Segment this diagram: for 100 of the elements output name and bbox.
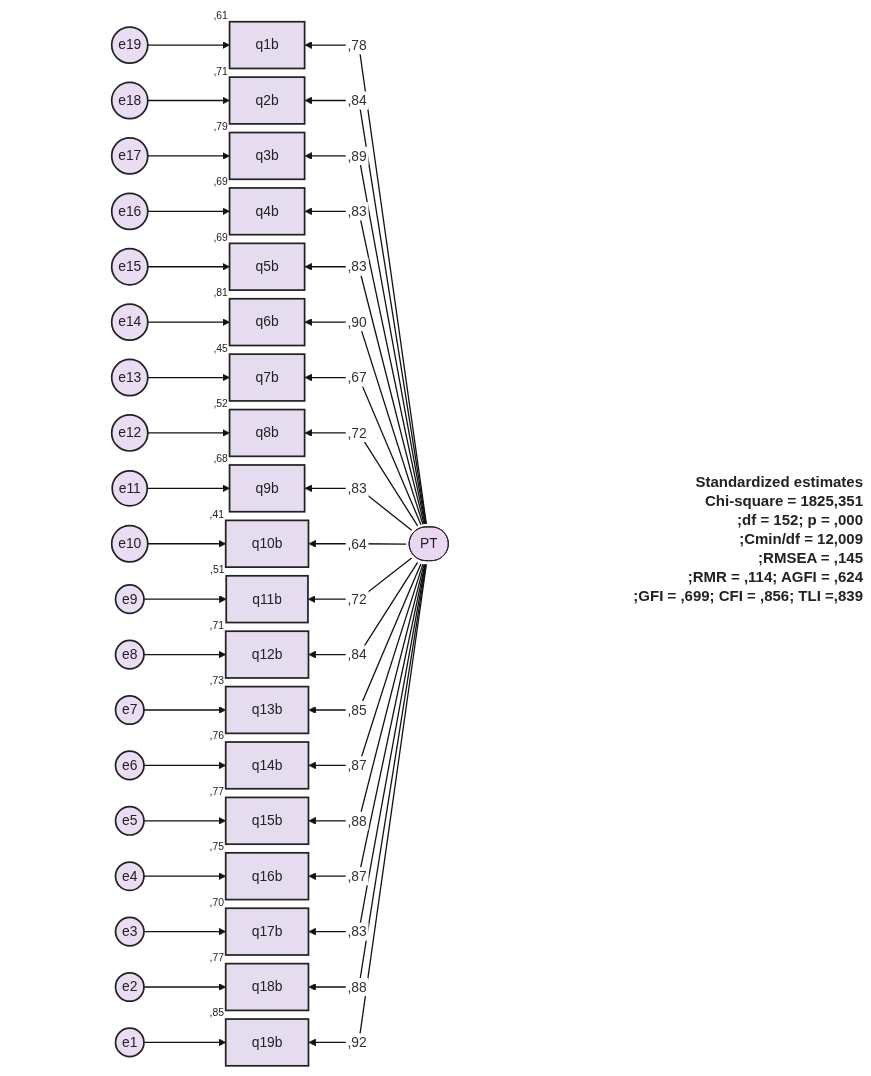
error-circle: e7 <box>114 694 145 726</box>
node-label: q4b <box>255 203 279 219</box>
r-squared-value: ,85 <box>209 1007 224 1019</box>
edge-label: ,92 <box>347 1034 367 1051</box>
r-squared-value: ,41 <box>209 508 224 520</box>
node-label: q12b <box>251 646 283 662</box>
edge-label: ,87 <box>347 757 367 774</box>
node-label: q15b <box>251 813 283 828</box>
error-circle: e10 <box>110 524 149 563</box>
r-squared-value: ,70 <box>209 896 224 908</box>
arrow <box>308 563 425 825</box>
r-squared-value: ,45 <box>213 342 228 354</box>
error-circle: e11 <box>111 469 149 507</box>
path-diagram: ,78 ,84 ,89 ,83 ,83 ,90 ,67 ,72 ,83 ,64 ,72 ,84 ,85 ,87 ,88 ,87 ,83 ,88 ,92 e19 q1b ,61 e18 q2b ,71 e17 q3b ,79 e16 q4b ,69 e15 q5b ,69 e14 q6b ,81 e13 q7b ,45 e12 q8b ,52 e11 q9b ,68 e10 q10b ,41 e9 q11b ,51 e8 q12b ,71 e7 q13b ,73 e6 q14b ,76 e5 q15b ,77 e4 q16b ,75 e3 q17b ,70 e2 q18b ,77 e1 q19b ,85 PT <box>0 5 560 1071</box>
r-squared-value: ,77 <box>209 952 224 964</box>
error-circle: e14 <box>110 303 149 342</box>
error-circle: e1 <box>114 1027 145 1058</box>
arrow <box>147 152 230 160</box>
error-circle: e4 <box>114 861 145 892</box>
edge-label: ,90 <box>347 313 367 330</box>
edge-label: ,83 <box>347 480 367 497</box>
error-circle: e6 <box>114 750 145 781</box>
error-circle: e17 <box>110 137 149 175</box>
edge-label: ,84 <box>347 92 367 109</box>
fit-statistic: ;RMSEA = ,145 <box>757 548 863 566</box>
r-squared-value: ,71 <box>209 619 224 631</box>
edge-label: ,83 <box>347 203 367 220</box>
fit-statistic: Chi-square = 1825,351 <box>704 491 863 509</box>
r-squared-value: ,81 <box>213 287 228 299</box>
node-label: q10b <box>251 535 283 551</box>
arrow <box>308 563 422 714</box>
edge-label: ,83 <box>347 258 367 275</box>
arrow <box>147 207 230 216</box>
fit-statistic: ;Cmin/df = 12,009 <box>738 529 863 547</box>
error-circle: e12 <box>110 414 149 452</box>
arrow <box>147 318 230 326</box>
node-label: q13b <box>251 702 283 717</box>
estimates-heading: Standardized estimates <box>694 472 863 490</box>
r-squared-value: ,73 <box>209 675 224 686</box>
arrow <box>307 557 413 603</box>
arrow <box>304 318 424 525</box>
node-label: q6b <box>255 314 279 330</box>
arrow <box>147 429 230 437</box>
r-squared-value: ,61 <box>213 10 228 22</box>
edge-label: ,85 <box>347 701 367 718</box>
edge-label: ,88 <box>347 978 367 995</box>
error-circle: e13 <box>110 358 149 397</box>
arrow <box>304 429 419 527</box>
arrow <box>147 262 230 271</box>
fit-statistic: ;GFI = ,699; CFI = ,856; TLI =,839 <box>632 586 863 604</box>
edge-label: ,87 <box>347 867 367 884</box>
node-label: q2b <box>255 92 279 108</box>
edge-label: ,84 <box>347 646 367 663</box>
node-label: q18b <box>251 979 283 994</box>
edge-label: ,67 <box>347 369 367 386</box>
arrow <box>308 563 426 880</box>
r-squared-value: ,71 <box>213 65 228 77</box>
node-label: q17b <box>251 923 283 939</box>
edge-label: ,72 <box>347 424 367 441</box>
r-squared-value: ,52 <box>213 398 228 409</box>
error-circle: e18 <box>110 81 149 120</box>
arrow <box>308 563 424 770</box>
r-squared-value: ,69 <box>213 231 228 243</box>
r-squared-value: ,75 <box>209 841 224 853</box>
r-squared-value: ,51 <box>210 564 225 576</box>
edge-label: ,83 <box>347 923 367 940</box>
error-circle: e19 <box>110 26 149 64</box>
edge-label: ,72 <box>347 590 367 607</box>
error-circle: e9 <box>114 584 145 615</box>
error-circle: e2 <box>114 971 145 1003</box>
node-label: q19b <box>251 1034 283 1050</box>
node-label: q16b <box>251 868 283 884</box>
error-circle: e16 <box>110 192 149 231</box>
latent-ellipse: PT <box>408 526 449 562</box>
arrow <box>304 373 422 526</box>
edge-label: ,89 <box>347 147 367 164</box>
error-circle: e5 <box>114 805 145 836</box>
arrow <box>147 96 230 105</box>
arrow <box>304 207 426 525</box>
node-label: q14b <box>251 757 283 773</box>
r-squared-value: ,68 <box>213 453 228 465</box>
arrow <box>304 262 425 525</box>
error-circle: e3 <box>114 916 145 947</box>
error-circle: e15 <box>110 247 149 286</box>
edge-label: ,78 <box>347 36 367 53</box>
arrow <box>147 41 230 49</box>
r-squared-value: ,69 <box>213 176 228 188</box>
arrow <box>308 561 419 659</box>
node-label: q7b <box>255 369 279 385</box>
fit-statistic: ;RMR = ,114; AGFI = ,624 <box>686 567 863 585</box>
r-squared-value: ,76 <box>209 730 224 742</box>
node-label: q11b <box>252 591 282 607</box>
r-squared-value: ,77 <box>209 785 224 797</box>
r-squared-value: ,79 <box>213 120 228 132</box>
arrow <box>143 595 227 603</box>
node-label: q3b <box>255 148 279 163</box>
fit-statistic: ;df = 152; p = ,000 <box>736 510 863 528</box>
node-label: q9b <box>255 480 279 496</box>
arrow <box>304 484 413 531</box>
arrow <box>147 373 230 382</box>
